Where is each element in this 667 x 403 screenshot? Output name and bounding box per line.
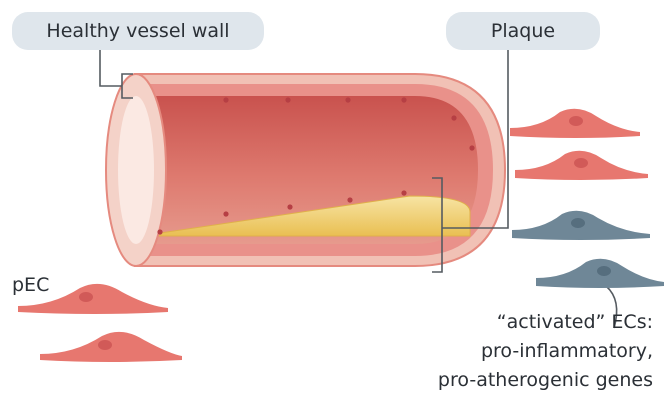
quiescent-cell-2: [515, 151, 648, 180]
vessel-opening-inner: [118, 96, 154, 244]
activated-label-line-3: pro-atherogenic genes: [438, 366, 653, 395]
plaque-label: Plaque: [446, 12, 600, 50]
quiescent-cell-1: [510, 109, 640, 138]
healthy-vessel-wall-label: Healthy vessel wall: [12, 12, 264, 50]
activated-ec-label: “activated” ECs: pro-inflammatory, pro-a…: [438, 308, 653, 395]
activated-cell-1: [512, 211, 650, 240]
healthy-wall-leader: [100, 50, 122, 86]
pec-cell-2: [40, 332, 182, 362]
activated-cell-2: [536, 259, 664, 288]
activated-label-line-2: pro-inflammatory,: [438, 337, 653, 366]
pec-label: pEC: [12, 274, 49, 296]
activated-label-line-1: “activated” ECs:: [438, 308, 653, 337]
